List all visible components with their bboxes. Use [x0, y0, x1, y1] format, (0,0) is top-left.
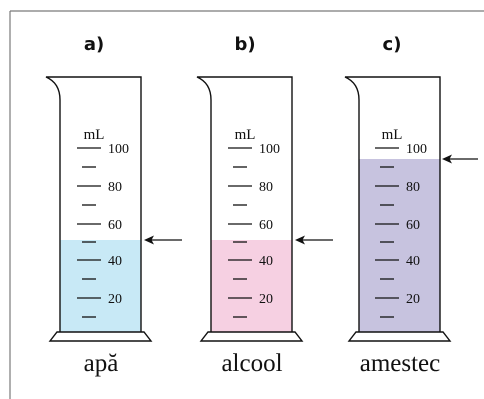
- tick-label-20-b: 20: [259, 292, 273, 307]
- cylinder-a: a) mL 100 80 60 40 20 apă: [45, 34, 182, 377]
- cylinder-base-a: [48, 331, 153, 342]
- unit-label-c: mL: [382, 127, 403, 143]
- tick-label-40-c: 40: [406, 254, 420, 269]
- graduation-marks-a: [77, 147, 101, 318]
- liquid-b: [211, 240, 292, 332]
- tick-label-40-b: 40: [259, 254, 273, 269]
- cylinder-b: b) mL 100 80 60 40 20 alcool: [196, 34, 333, 377]
- cylinder-base-c: [347, 331, 452, 342]
- tick-label-100-c: 100: [406, 142, 427, 157]
- tick-label-80-a: 80: [108, 180, 122, 195]
- cylinder-glass-b: [196, 76, 293, 332]
- level-arrow-b: [295, 235, 333, 245]
- tick-label-20-c: 20: [406, 292, 420, 307]
- caption-a: apă: [84, 350, 119, 377]
- level-arrow-c: [442, 154, 478, 164]
- liquid-a: [60, 240, 141, 332]
- unit-label-a: mL: [84, 127, 105, 143]
- cylinder-glass-a: [45, 76, 142, 332]
- tick-label-80-c: 80: [406, 180, 420, 195]
- cylinder-glass-c: [344, 76, 441, 332]
- tick-label-80-b: 80: [259, 180, 273, 195]
- tick-label-40-a: 40: [108, 254, 122, 269]
- caption-c: amestec: [360, 350, 441, 377]
- panel-label-a: a): [84, 34, 104, 55]
- tick-label-20-a: 20: [108, 292, 122, 307]
- panel-label-c: c): [383, 34, 402, 55]
- level-arrow-a: [144, 235, 182, 245]
- tick-label-60-a: 60: [108, 218, 122, 233]
- cylinder-c: c) mL 100 80 60 40 20 amestec: [344, 34, 478, 377]
- cylinder-base-b: [199, 331, 304, 342]
- tick-label-100-a: 100: [108, 142, 129, 157]
- unit-label-b: mL: [235, 127, 256, 143]
- graduation-marks-b: [228, 147, 252, 318]
- liquid-c: [359, 159, 440, 332]
- tick-label-60-c: 60: [406, 218, 420, 233]
- caption-b: alcool: [221, 350, 282, 377]
- tick-label-60-b: 60: [259, 218, 273, 233]
- tick-label-100-b: 100: [259, 142, 280, 157]
- graduation-marks-c: [375, 147, 399, 318]
- panel-label-b: b): [234, 34, 255, 55]
